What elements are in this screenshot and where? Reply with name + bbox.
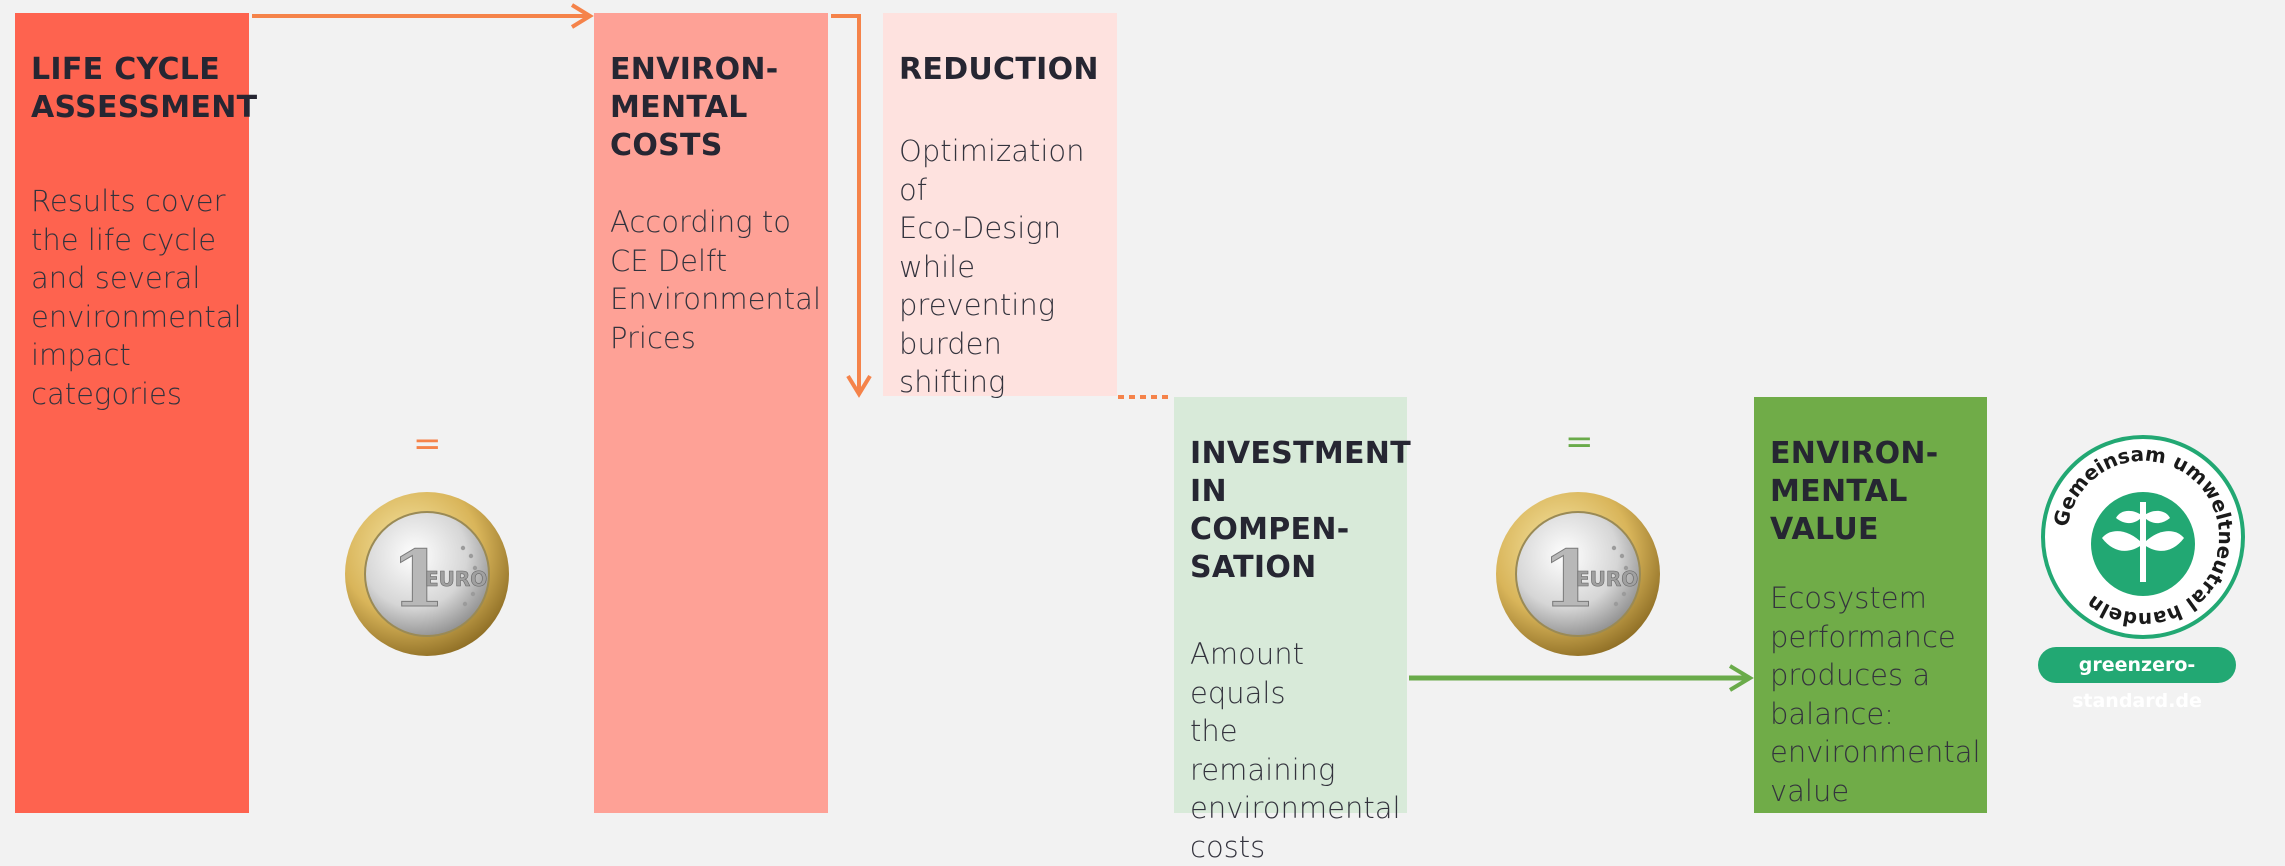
- investment-compensation-box: INVESTMENT IN COMPEN- SATION Amount equa…: [1174, 397, 1411, 864]
- value-title: ENVIRON- MENTAL VALUE: [1770, 436, 1939, 547]
- equals-sign-left: =: [413, 424, 442, 464]
- costs-body: According to CE Delft Environmental Pric…: [610, 205, 822, 355]
- reduction-box: REDUCTION Optimization of Eco-Design whi…: [883, 13, 1117, 399]
- euro-coin-icon: 1 EURO: [1496, 492, 1660, 656]
- arrow-costs-to-reduction: [831, 14, 872, 398]
- svg-text:1: 1: [1542, 534, 1596, 625]
- reduction-title: REDUCTION: [899, 52, 1099, 87]
- greenzero-url[interactable]: greenzero-standard.de: [2038, 647, 2236, 712]
- lca-body: Results cover the life cycle and several…: [31, 184, 242, 411]
- investment-body: Amount equals the remaining environmenta…: [1190, 637, 1401, 864]
- lca-title: LIFE CYCLE ASSESSMENT: [31, 52, 258, 125]
- life-cycle-assessment-box: LIFE CYCLE ASSESSMENT Results cover the …: [15, 13, 258, 813]
- flow-arrows: [252, 3, 1754, 692]
- svg-text:EURO: EURO: [1576, 567, 1638, 591]
- equals-sign-right: =: [1565, 422, 1594, 462]
- euro-coin-icon: 1 EURO: [345, 492, 509, 656]
- costs-title: ENVIRON- MENTAL COSTS: [610, 52, 779, 163]
- value-body: Ecosystem performance produces a balance…: [1770, 581, 1981, 808]
- environmental-costs-box: ENVIRON- MENTAL COSTS According to CE De…: [594, 13, 828, 813]
- greenzero-leaf-icon: Gemeinsam umweltneutral handeln: [2041, 435, 2245, 639]
- reduction-body: Optimization of Eco-Design while prevent…: [899, 134, 1085, 399]
- investment-title: INVESTMENT IN COMPEN- SATION: [1190, 436, 1411, 585]
- svg-text:EURO: EURO: [425, 567, 487, 591]
- svg-text:1: 1: [391, 534, 445, 625]
- environmental-value-box: ENVIRON- MENTAL VALUE Ecosystem performa…: [1754, 397, 1987, 813]
